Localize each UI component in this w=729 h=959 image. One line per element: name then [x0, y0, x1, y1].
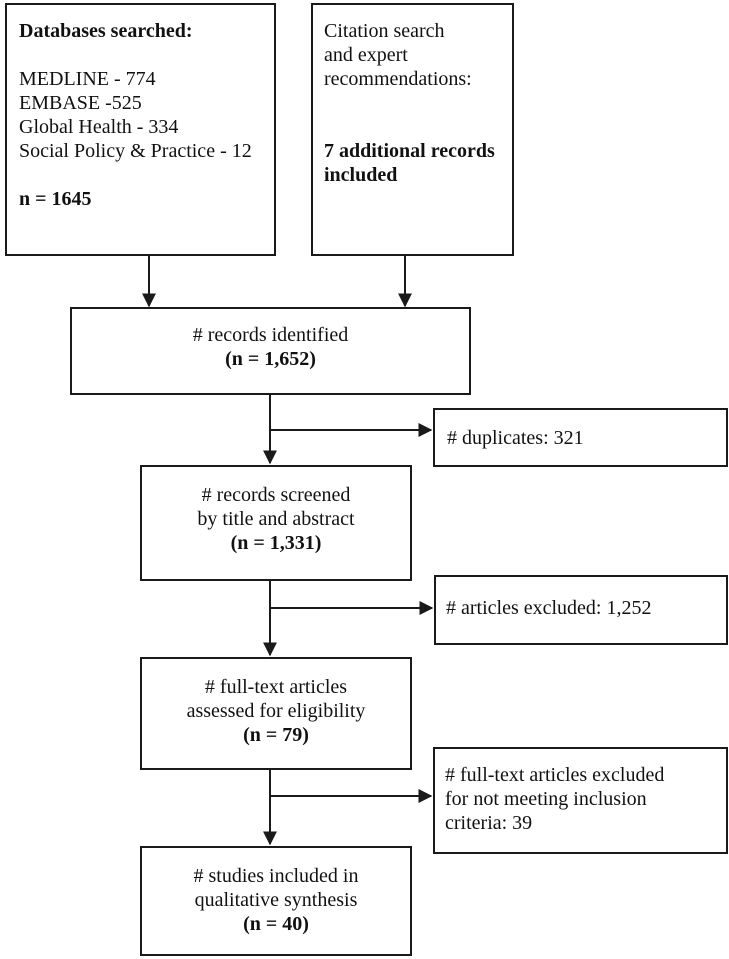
duplicates-box: # duplicates: 321 [433, 408, 728, 467]
citation-additional-2: included [324, 164, 398, 186]
studies-included-box: # studies included in qualitative synthe… [140, 846, 412, 956]
articles-excluded-box: # articles excluded: 1,252 [434, 575, 728, 645]
database-entry-embase: EMBASE -525 [19, 92, 142, 114]
records-identified-label: # records identified [192, 324, 349, 346]
databases-heading: Databases searched: [19, 20, 193, 42]
citation-line-3: recommendations: [324, 68, 472, 90]
database-entry-social-policy: Social Policy & Practice - 12 [19, 140, 252, 162]
records-screened-line-1: # records screened [201, 484, 351, 506]
fulltext-assessed-line-1: # full-text articles [204, 676, 348, 698]
database-entry-medline: MEDLINE - 774 [19, 68, 156, 90]
fulltext-assessed-box: # full-text articles assessed for eligib… [140, 657, 412, 770]
records-screened-count: (n = 1,331) [230, 532, 322, 554]
citation-additional-1: 7 additional records [324, 140, 495, 162]
citation-line-2: and expert [324, 44, 408, 66]
fulltext-excluded-box: # full-text articles excluded for not me… [433, 747, 728, 854]
duplicates-label: # duplicates: 321 [447, 427, 584, 449]
database-entry-global-health: Global Health - 334 [19, 116, 179, 138]
fulltext-excluded-line-1: # full-text articles excluded [445, 764, 665, 786]
citation-line-1: Citation search [324, 20, 445, 42]
fulltext-excluded-line-3: criteria: 39 [445, 812, 533, 834]
records-identified-count: (n = 1,652) [225, 348, 316, 370]
records-identified-box: # records identified (n = 1,652) [70, 307, 471, 395]
studies-included-line-2: qualitative synthesis [194, 889, 358, 911]
articles-excluded-label: # articles excluded: 1,252 [446, 597, 652, 619]
fulltext-assessed-count: (n = 79) [243, 724, 309, 746]
databases-box: Databases searched: MEDLINE - 774 EMBASE… [5, 3, 276, 256]
records-screened-box: # records screened by title and abstract… [140, 465, 412, 581]
studies-included-line-1: # studies included in [193, 865, 359, 887]
studies-included-count: (n = 40) [243, 913, 309, 935]
records-screened-line-2: by title and abstract [197, 508, 355, 530]
citation-box: Citation search and expert recommendatio… [311, 3, 514, 256]
fulltext-excluded-line-2: for not meeting inclusion [445, 788, 647, 810]
fulltext-assessed-line-2: assessed for eligibility [186, 700, 366, 722]
databases-total: n = 1645 [19, 188, 92, 210]
